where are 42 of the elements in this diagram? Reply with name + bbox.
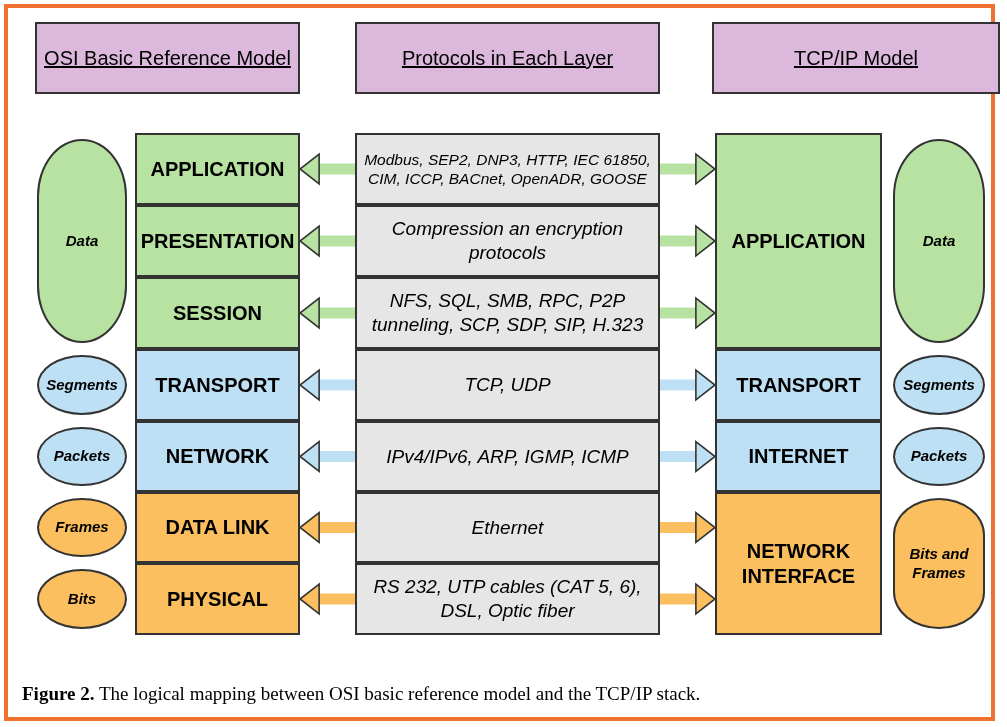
protocol-box: Modbus, SEP2, DNP3, HTTP, IEC 61850, CIM, ICCP, BACnet, OpenADR, GOOSE [355,133,660,205]
layer-box: PRESENTATION [135,205,300,277]
arrow [660,153,716,185]
arrow [299,297,355,329]
arrow [660,511,716,544]
arrow [660,440,716,473]
layer-box: TRANSPORT [715,349,882,421]
protocol-box: TCP, UDP [355,349,660,421]
layer-box: NETWORK [135,421,300,492]
arrow [299,225,355,257]
arrow [660,369,716,401]
protocol-box: RS 232, UTP cables (CAT 5, 6), DSL, Optic fiber [355,563,660,635]
arrow [299,583,355,615]
header-box: TCP/IP Model [712,22,1000,94]
arrow [299,369,355,401]
data-unit-oval: Frames [37,498,127,557]
protocol-box: Compression an encryption protocols [355,205,660,277]
layer-box: INTERNET [715,421,882,492]
arrow [660,583,716,615]
layer-box: TRANSPORT [135,349,300,421]
protocol-box: IPv4/IPv6, ARP, IGMP, ICMP [355,421,660,492]
layer-box: APPLICATION [135,133,300,205]
header-box: Protocols in Each Layer [355,22,660,94]
layer-box: NETWORK INTERFACE [715,492,882,635]
caption: Figure 2. The logical mapping between OSI basic reference model and the TCP/IP stack. [22,683,701,705]
layer-box: DATA LINK [135,492,300,563]
data-unit-oval: Segments [893,355,985,415]
protocol-box: NFS, SQL, SMB, RPC, P2P tunneling, SCP, SDP, SIP, H.323 [355,277,660,349]
protocol-box: Ethernet [355,492,660,563]
header-box: OSI Basic Reference Model [35,22,300,94]
data-unit-oval: Segments [37,355,127,415]
data-unit-oval: Packets [893,427,985,486]
arrow [299,153,355,185]
arrow [660,297,716,329]
arrow [299,511,355,544]
data-unit-oval: Packets [37,427,127,486]
arrow [299,440,355,473]
data-unit-oval: Bits [37,569,127,629]
layer-box: PHYSICAL [135,563,300,635]
arrow [660,225,716,257]
layer-box: SESSION [135,277,300,349]
layer-box: APPLICATION [715,133,882,349]
